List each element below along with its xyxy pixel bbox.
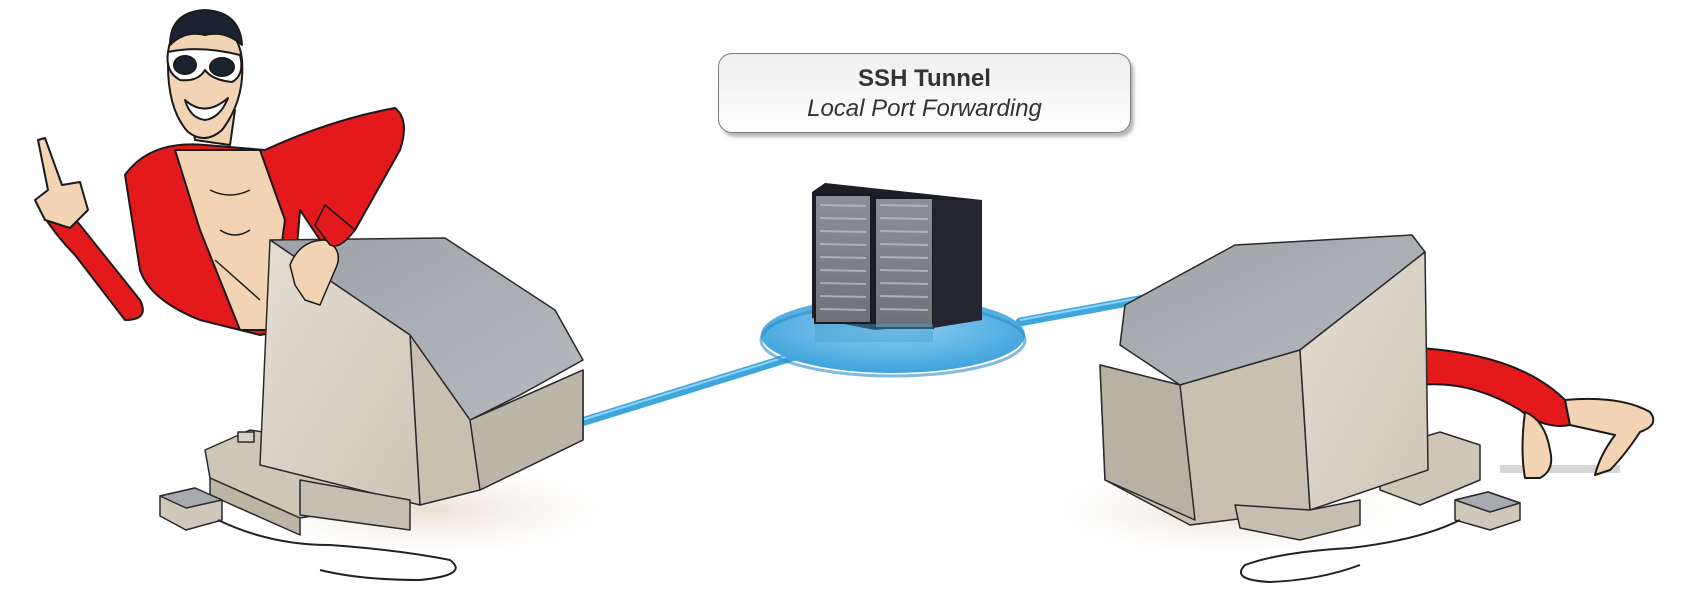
rack-slot	[879, 295, 929, 298]
character-right-legs	[1419, 347, 1655, 479]
crt-computer-icon	[159, 237, 584, 581]
rack-slot	[819, 256, 867, 259]
diagram-title: SSH Tunnel	[858, 65, 991, 92]
diagram-subtitle: Local Port Forwarding	[807, 95, 1042, 122]
rack-slot	[879, 204, 929, 207]
crt-computer-icon	[1099, 234, 1521, 583]
local-computer	[159, 204, 584, 581]
rack-slot	[819, 282, 867, 285]
rack-slot	[879, 308, 929, 311]
tunnel-cable-right	[1015, 293, 1155, 327]
rack-slot	[879, 217, 929, 220]
rack-slot	[819, 204, 867, 207]
ssh-server	[759, 183, 1027, 378]
character-left-torso	[34, 9, 405, 336]
remote-computer	[1099, 234, 1521, 583]
rack-slot	[879, 282, 929, 285]
tunnel-cable-left	[567, 351, 800, 430]
legs-shadow	[1500, 465, 1620, 473]
rack-slot	[819, 243, 867, 246]
rack-slot	[819, 217, 867, 220]
rack-slot	[879, 230, 929, 233]
rack-slot	[879, 243, 929, 246]
rack-slot	[819, 308, 867, 311]
rack-slot	[819, 230, 867, 233]
rack-slot	[819, 269, 867, 272]
diagram-title-box: SSH Tunnel Local Port Forwarding	[718, 53, 1131, 133]
rack-slot	[879, 269, 929, 272]
rack-slot	[879, 256, 929, 259]
rack-slot	[819, 295, 867, 298]
server-rack-icon	[812, 183, 982, 342]
